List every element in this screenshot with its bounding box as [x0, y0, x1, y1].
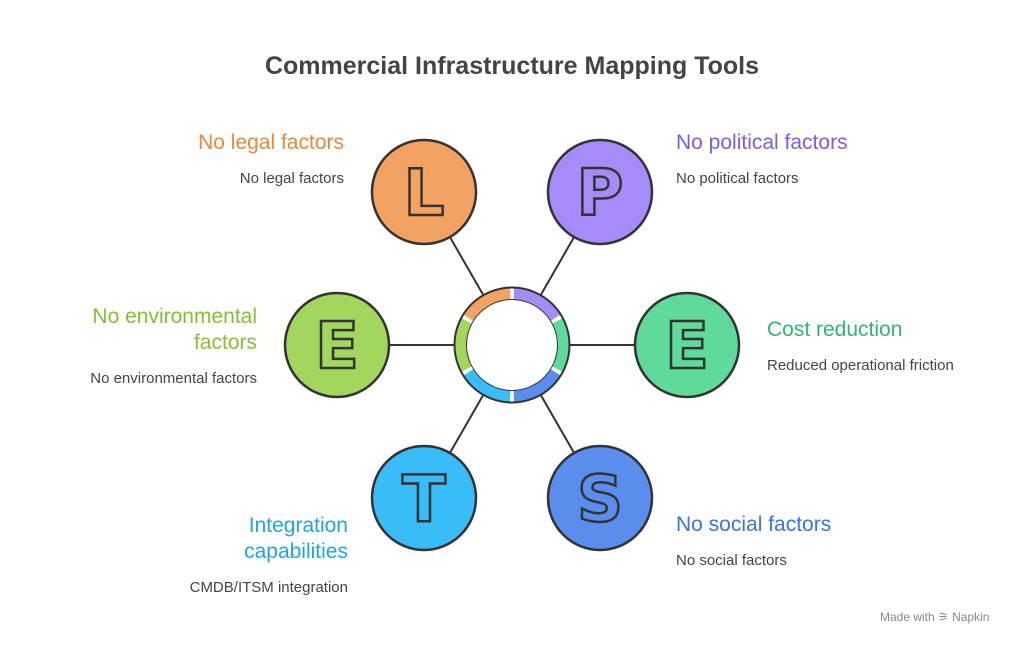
social-title: No social factors [676, 513, 832, 536]
factor-circle-social: S [546, 444, 654, 552]
page-title: Commercial Infrastructure Mapping Tools [264, 52, 760, 80]
ring-segment-technological [463, 368, 511, 402]
economic-description: Reduced operational friction [767, 357, 954, 374]
environmental-description: No environmental factors [90, 370, 257, 387]
political-description: No political factors [676, 170, 799, 187]
political-title: No political factors [676, 131, 848, 154]
legal-title: No legal factors [198, 131, 344, 154]
ring-segment-political [513, 288, 561, 322]
factor-letter-environmental: E [315, 310, 359, 384]
ring-segment-legal [463, 288, 511, 322]
factor-letter-political: P [577, 157, 624, 231]
factor-letter-legal: L [404, 157, 445, 231]
technological-title: Integration capabilities [244, 514, 348, 563]
ring-segment-environmental [455, 318, 473, 372]
economic-title: Cost reduction [767, 318, 903, 341]
factor-letter-economic: E [665, 310, 709, 384]
factor-circle-environmental: E [283, 291, 391, 399]
factor-letter-technological: T [402, 463, 446, 537]
factor-circle-legal: L [370, 138, 478, 246]
factor-circle-economic: E [633, 291, 741, 399]
social-description: No social factors [676, 552, 787, 569]
napkin-watermark: Made with ⚞ Napkin [880, 610, 990, 624]
legal-description: No legal factors [239, 170, 344, 187]
factor-circle-political: P [546, 138, 654, 246]
ring-segment-social [513, 368, 561, 402]
technological-description: CMDB/ITSM integration [189, 579, 348, 596]
ring-outline-outer [453, 286, 571, 404]
center-hole [467, 300, 557, 390]
ring-segment-economic [551, 318, 569, 372]
environmental-title: No environmental factors [92, 305, 257, 354]
factor-letter-social: S [577, 463, 623, 537]
factor-circle-technological: T [370, 444, 478, 552]
